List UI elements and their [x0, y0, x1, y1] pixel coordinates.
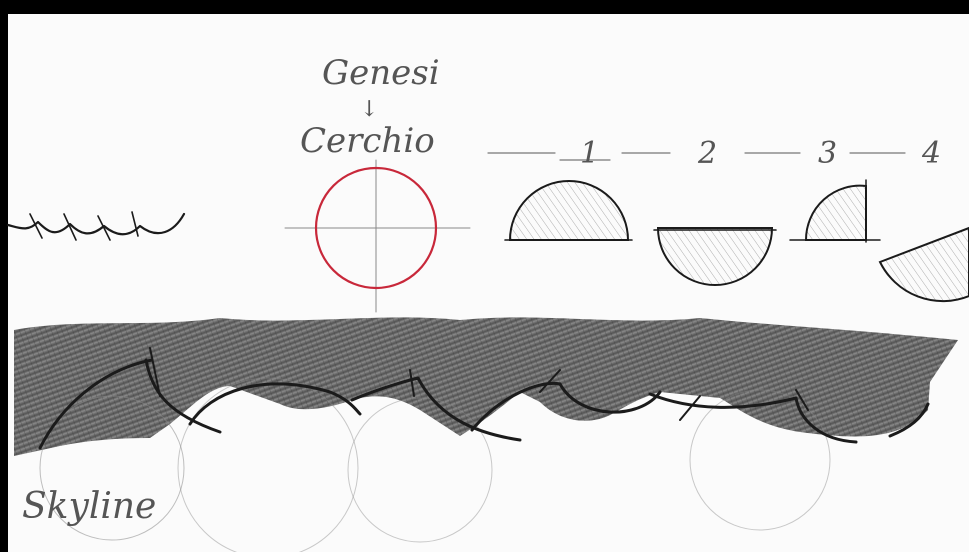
- step-3-quarter-circle: [790, 180, 880, 242]
- step-2-half-circle: [654, 228, 776, 285]
- step-1-label: 1: [580, 136, 599, 171]
- step-4-label: 4: [921, 136, 941, 171]
- left-scribble: [8, 212, 184, 240]
- step-timeline: [488, 153, 905, 160]
- step-2-label: 2: [697, 136, 717, 171]
- step-4-segment: [880, 228, 969, 301]
- genesi-title: Genesi: [322, 53, 440, 93]
- down-arrow: ↓: [360, 97, 378, 122]
- step-1-half-circle: [505, 181, 632, 240]
- red-circle-diagram: [285, 160, 470, 312]
- skyline-label: Skyline: [22, 486, 156, 527]
- step-3-label: 3: [818, 136, 837, 171]
- cerchio-title: Cerchio: [300, 121, 435, 161]
